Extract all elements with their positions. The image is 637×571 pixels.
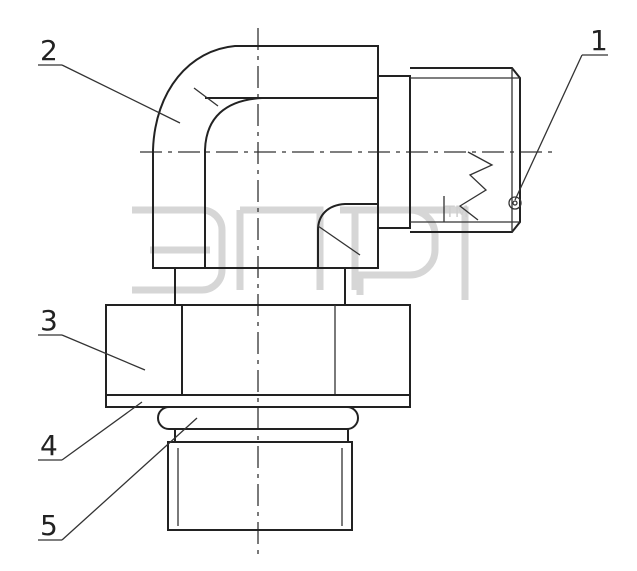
o-ring [157,406,359,430]
callout-2: 2 [40,34,58,67]
callout-1: 1 [590,24,608,57]
watermark-logo: TM [132,202,469,300]
threaded-end [377,67,521,233]
callout-4: 4 [40,429,58,462]
callout-5: 5 [40,509,58,542]
seal-ring-detail [508,196,522,210]
trademark-mark: TM [444,202,469,221]
elbow-body [152,45,379,269]
callout-3: 3 [40,304,58,337]
threaded-stud [167,429,353,531]
callout-leaders [38,54,608,541]
